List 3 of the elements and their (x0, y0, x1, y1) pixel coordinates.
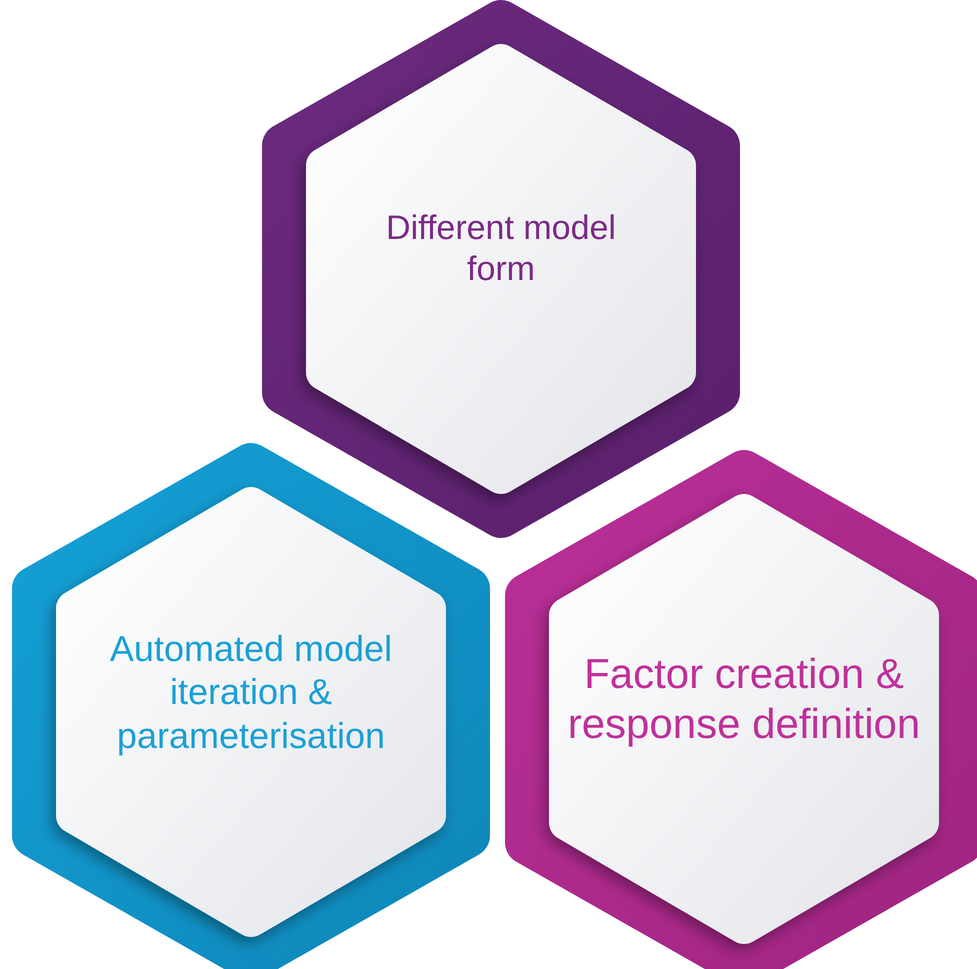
hexagon-label: Factor creation & response definition (566, 648, 922, 749)
hexagon-label: Automated model iteration & parameterisation (108, 627, 394, 757)
hexagon-label: Different model form (386, 208, 616, 290)
